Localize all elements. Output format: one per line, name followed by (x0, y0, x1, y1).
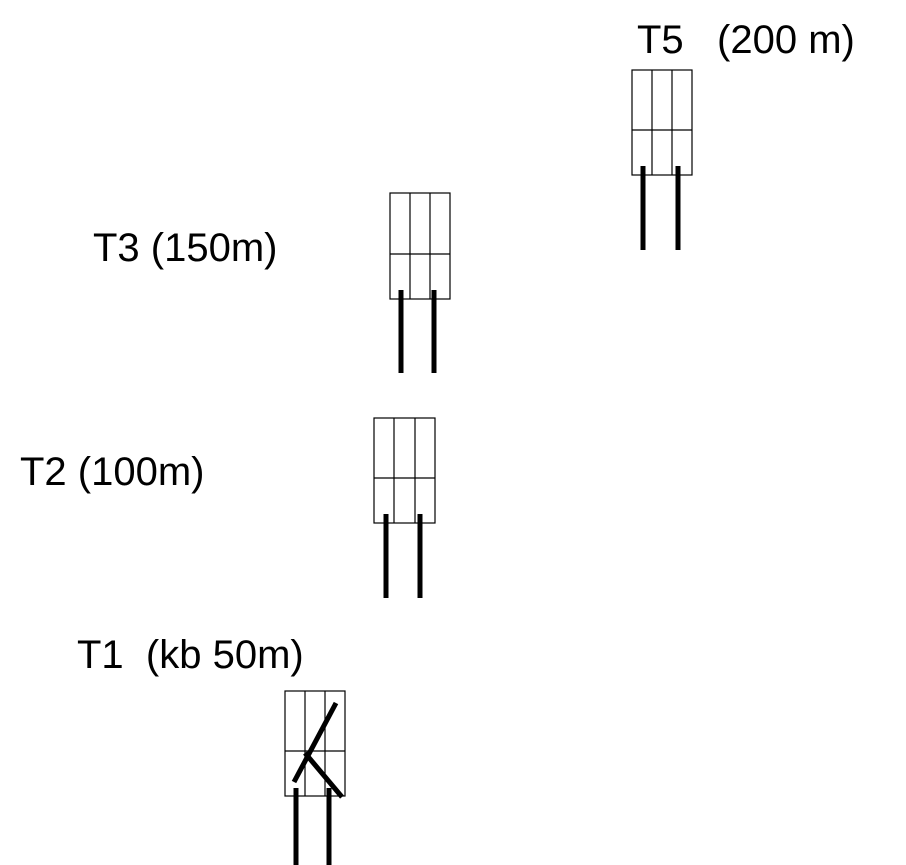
target-t2-grid (373, 417, 436, 524)
target-t2: T2 (100m) (20, 417, 436, 598)
target-t1-label: T1 (kb 50m) (77, 633, 304, 677)
target-t5-label: T5 (200 m) (637, 18, 855, 62)
target-t3-grid (389, 192, 451, 300)
target-t2-label: T2 (100m) (20, 450, 205, 494)
target-t1: T1 (kb 50m) (77, 633, 346, 865)
target-t1-diagonal-stroke (291, 701, 339, 784)
target-t3: T3 (150m) (93, 192, 451, 373)
target-t5: T5 (200 m) (631, 18, 855, 250)
target-t3-label: T3 (150m) (93, 226, 278, 270)
target-t1-branch-stroke (303, 751, 344, 799)
target-t5-grid (631, 69, 693, 176)
